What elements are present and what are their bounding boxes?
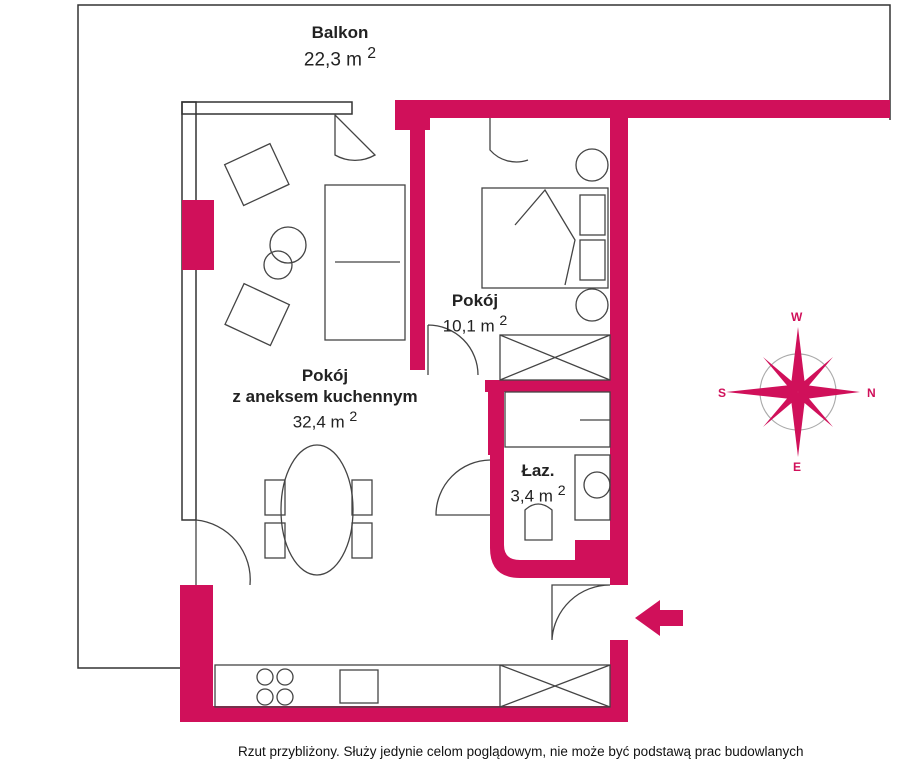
room-area: 22,3 m xyxy=(303,49,362,71)
stove-burner xyxy=(256,668,274,686)
room-name: Pokój xyxy=(451,291,499,310)
area-unit-sup: 2 xyxy=(499,313,508,329)
room-name: z aneksem kuchennym xyxy=(232,387,418,406)
nightstand xyxy=(575,148,609,182)
room-area: 32,4 m xyxy=(292,412,345,432)
door-bedroom xyxy=(427,324,479,376)
balcony-outline xyxy=(77,4,891,669)
stove-burner xyxy=(276,688,294,706)
pillow xyxy=(579,194,606,236)
room-name: Pokój xyxy=(301,366,349,385)
window-left xyxy=(181,101,197,521)
door-living-balcony xyxy=(195,519,251,586)
window-top-left xyxy=(181,101,353,115)
sofa xyxy=(324,184,406,341)
kitchen-counter xyxy=(214,664,611,708)
pillow xyxy=(579,239,606,281)
door-bedroom-balcony xyxy=(489,118,529,163)
room-label-pokoj: Pokój 10,1 m 2 xyxy=(420,290,530,337)
room-label-living: Pokój z aneksem kuchennym 32,4 m 2 xyxy=(205,365,445,433)
wardrobe xyxy=(499,334,611,381)
compass-n: N xyxy=(867,386,876,400)
stove-burner xyxy=(256,688,274,706)
stove-burner xyxy=(276,668,294,686)
bed xyxy=(481,187,609,289)
chair xyxy=(264,479,286,516)
room-name: Balkon xyxy=(311,23,369,42)
compass-w: W xyxy=(791,310,803,324)
chair xyxy=(264,522,286,559)
door-entrance xyxy=(551,584,611,641)
nightstand xyxy=(575,288,609,322)
furniture xyxy=(195,113,611,708)
room-area: 10,1 m xyxy=(442,316,495,336)
armchair xyxy=(224,282,291,347)
kitchen-sink xyxy=(339,669,379,704)
room-area: 3,4 m xyxy=(510,486,553,506)
door-balcony xyxy=(334,113,377,162)
area-unit-sup: 2 xyxy=(349,409,358,425)
side-table xyxy=(269,226,307,264)
chair xyxy=(351,522,373,559)
room-label-balkon: Balkon 22,3 m 2 xyxy=(250,22,430,70)
dining-table xyxy=(280,444,354,576)
armchair xyxy=(223,142,290,207)
chair xyxy=(351,479,373,516)
walls xyxy=(180,100,890,722)
compass-s: S xyxy=(718,386,727,400)
toilet xyxy=(524,503,553,541)
blanket xyxy=(514,188,576,286)
compass-e: E xyxy=(793,460,802,474)
area-unit-sup: 2 xyxy=(367,45,377,62)
area-unit-sup: 2 xyxy=(557,483,566,499)
door-bathroom xyxy=(435,459,491,516)
room-name: Łaz. xyxy=(521,461,555,480)
entrance-arrow xyxy=(635,600,683,636)
room-label-bathroom: Łaz. 3,4 m 2 xyxy=(498,460,578,507)
sink xyxy=(574,454,611,521)
side-table xyxy=(263,250,293,280)
disclaimer: Rzut przybliżony. Służy jedynie celom po… xyxy=(238,744,804,759)
compass-rose xyxy=(726,327,860,457)
